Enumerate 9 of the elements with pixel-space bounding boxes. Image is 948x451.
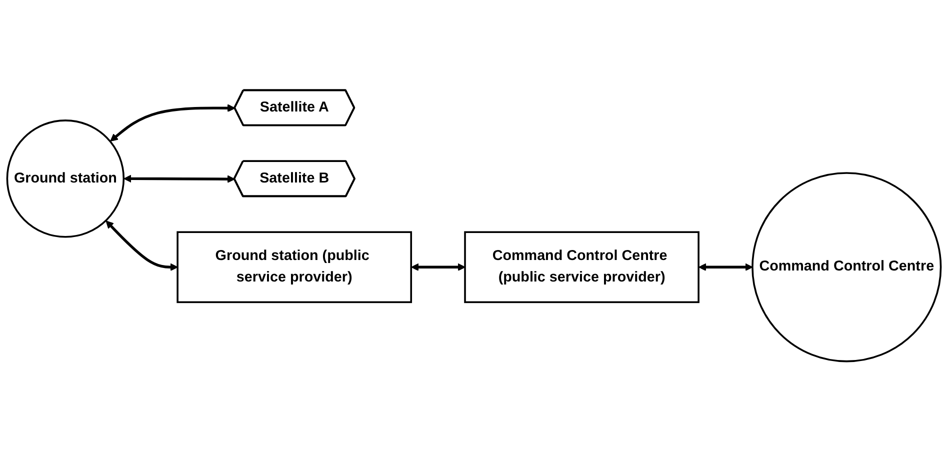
arrow (106, 220, 178, 271)
node-box: Command Control Centre (public service provider) (464, 230, 700, 303)
node-circle: Command Control Centre (752, 172, 942, 362)
arrow (698, 262, 753, 271)
node-box: Ground station (public service provider) (176, 230, 412, 303)
arrow (411, 262, 466, 271)
arrow (110, 104, 236, 142)
node-circle: Ground station (6, 119, 125, 238)
arrow (124, 174, 235, 183)
